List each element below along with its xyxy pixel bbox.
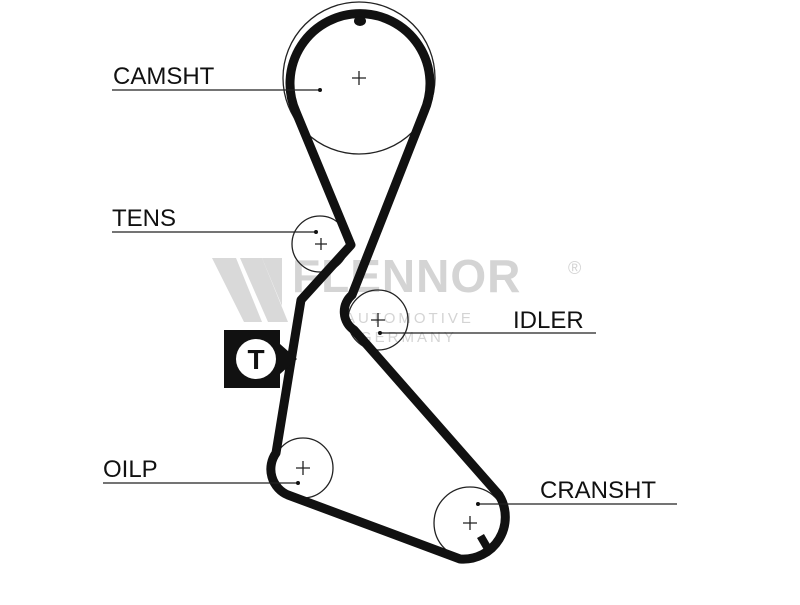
- idler-leader-dot: [378, 331, 382, 335]
- timing-belt: [266, 9, 510, 564]
- watermark-registered: ®: [568, 258, 581, 278]
- watermark-line1: AUTOMOTIVE: [345, 310, 474, 327]
- tensioner-center-mark: [315, 238, 327, 250]
- crankshaft-label: CRANSHT: [540, 477, 656, 504]
- tensioner-marker-letter: T: [247, 344, 264, 375]
- camshaft-leader-dot: [318, 88, 322, 92]
- camshaft-label: CAMSHT: [113, 63, 215, 90]
- idler-label: IDLER: [513, 307, 584, 334]
- idler-center-mark: [371, 313, 385, 327]
- crankshaft-timing-mark: [477, 533, 491, 551]
- tensioner-leader-dot: [314, 230, 318, 234]
- crankshaft-leader-dot: [476, 502, 480, 506]
- oil-pump-center-mark: [296, 461, 310, 475]
- camshaft-timing-mark: [354, 16, 366, 26]
- camshaft-center-mark: [352, 71, 366, 85]
- tensioner-label: TENS: [112, 205, 176, 232]
- tensioner-marker: T: [224, 330, 297, 388]
- camshaft-pulley: [282, 1, 436, 155]
- tensioner-marker-circle: [236, 339, 276, 379]
- watermark-logo: [212, 258, 288, 322]
- watermark-line2: GERMANY: [360, 329, 457, 346]
- watermark-brand: FLENNOR: [292, 250, 521, 302]
- oil-pump-label: OILP: [103, 456, 158, 483]
- crankshaft-center-mark: [463, 516, 477, 530]
- oil-pump-leader-dot: [296, 481, 300, 485]
